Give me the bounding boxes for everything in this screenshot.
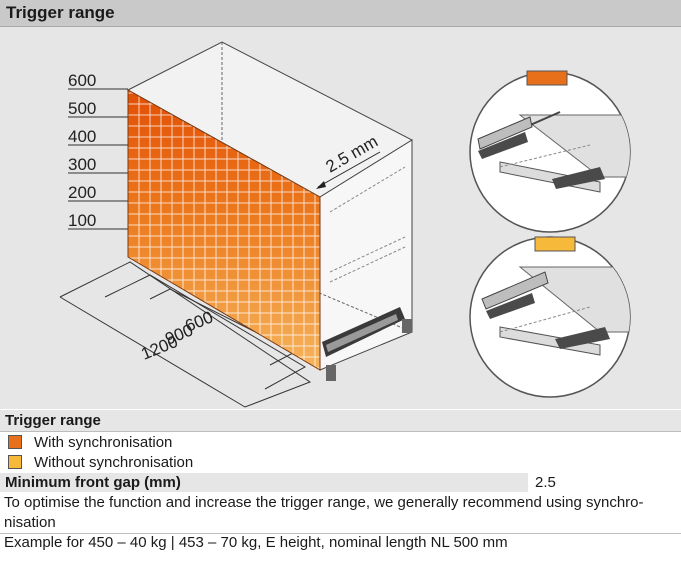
depth-label-1200: 1200 xyxy=(138,332,180,364)
minimum-front-gap-label: Minimum front gap (mm) xyxy=(5,474,181,491)
height-label-100: 100 xyxy=(68,211,96,230)
cabinet-illustration: 600 500 400 300 200 100 600 900 1200 2.5… xyxy=(0,27,681,409)
height-scale xyxy=(68,88,128,230)
legend-item-with-sync: With synchronisation xyxy=(0,432,681,453)
legend-item-without-sync: Without synchronisation xyxy=(0,452,681,473)
minimum-front-gap-row: Minimum front gap (mm) 2.5 xyxy=(0,473,681,492)
height-label-200: 200 xyxy=(68,183,96,202)
height-label-300: 300 xyxy=(68,155,96,174)
height-label-600: 600 xyxy=(68,71,96,90)
legend-label: With synchronisation xyxy=(34,434,173,451)
legend-heading-row: Trigger range xyxy=(0,410,681,431)
section-header: Trigger range xyxy=(0,0,681,27)
depth-dimension-lines xyxy=(59,261,312,408)
detail-without-sync xyxy=(469,236,631,398)
cabinet-carcass xyxy=(126,41,414,381)
color-swatch-without-sync xyxy=(8,455,22,469)
section-title: Trigger range xyxy=(6,3,115,22)
recommendation-note: To optimise the function and increase th… xyxy=(4,494,644,531)
detail-with-sync xyxy=(469,70,631,233)
divider xyxy=(0,533,681,534)
legend-title: Trigger range xyxy=(5,412,101,429)
minimum-front-gap-value-cell: 2.5 xyxy=(530,473,681,492)
minimum-front-gap-cell: Minimum front gap (mm) xyxy=(0,473,528,492)
example-note: Example for 450 – 40 kg | 453 – 70 kg, E… xyxy=(4,534,508,551)
height-label-400: 400 xyxy=(68,127,96,146)
minimum-front-gap-value: 2.5 xyxy=(535,474,556,491)
divider xyxy=(0,431,681,432)
height-label-500: 500 xyxy=(68,99,96,118)
legend-label: Without synchronisation xyxy=(34,454,194,471)
color-swatch-with-sync xyxy=(8,435,22,449)
